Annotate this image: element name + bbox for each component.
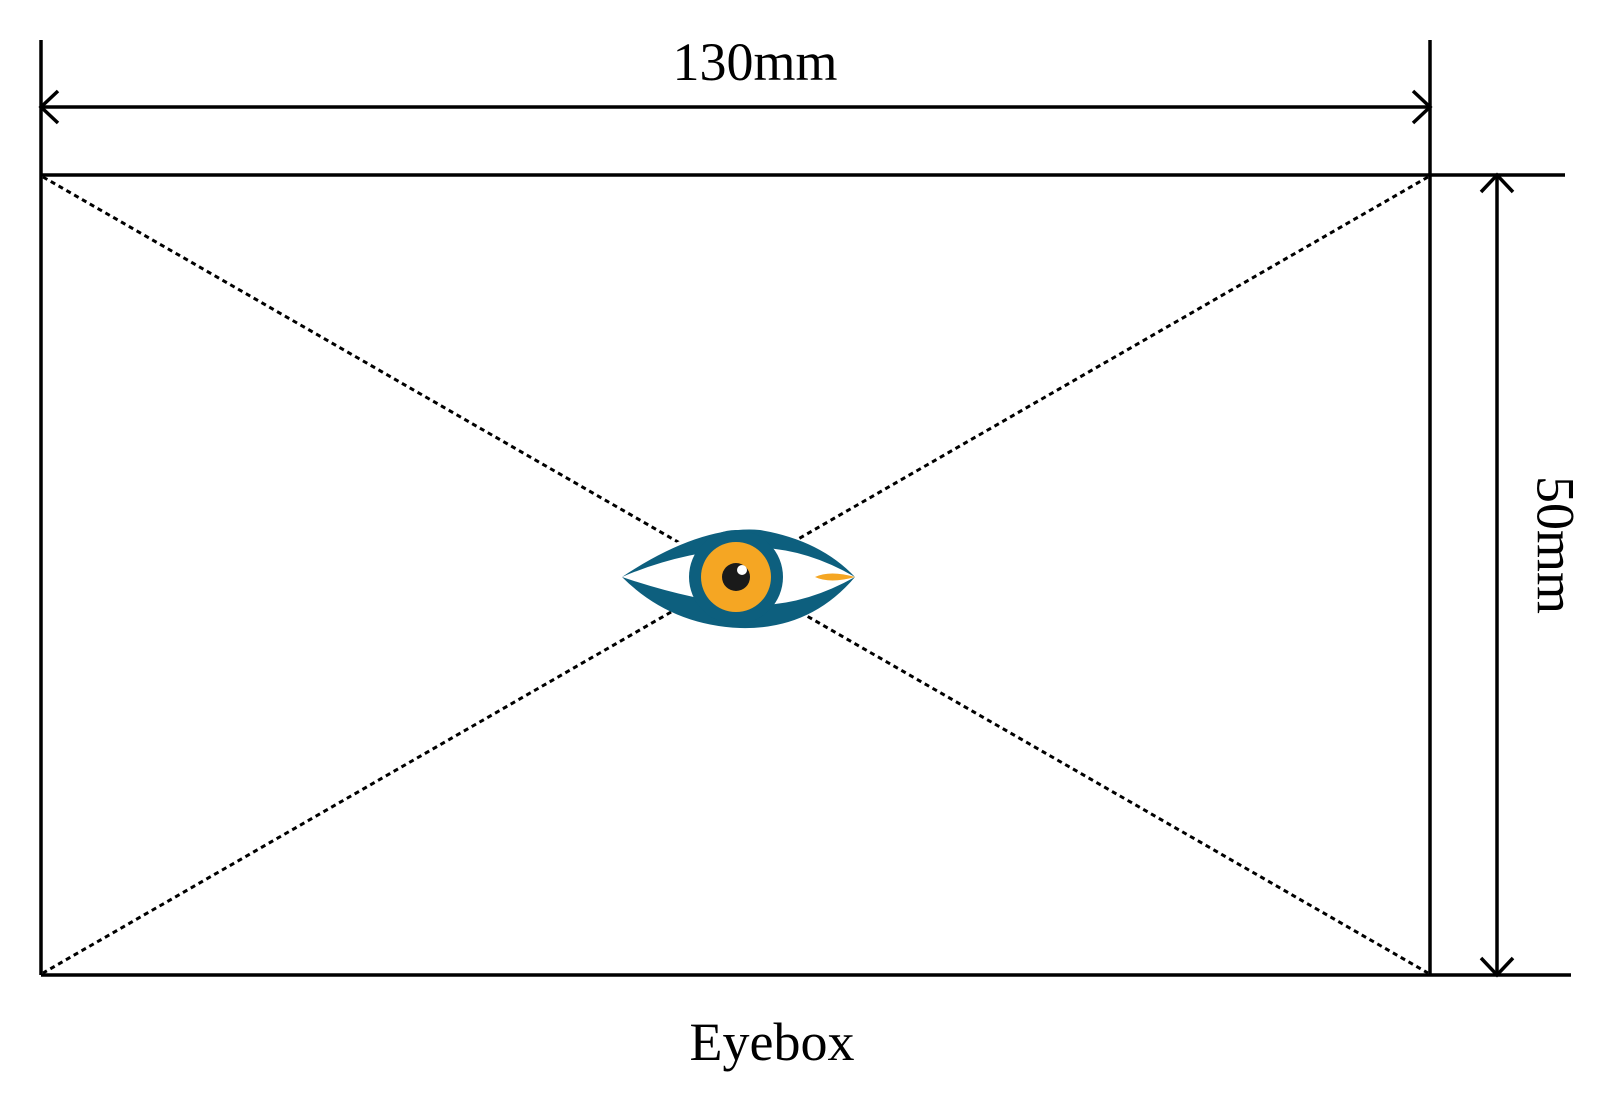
eye-icon bbox=[622, 528, 855, 629]
height-dimension-label: 50mm bbox=[1526, 476, 1586, 614]
diagram-caption: Eyebox bbox=[690, 1012, 855, 1072]
width-dimension-label: 130mm bbox=[672, 32, 837, 92]
height-dimension-arrow bbox=[1479, 172, 1515, 978]
width-dimension-arrow bbox=[38, 89, 1433, 125]
